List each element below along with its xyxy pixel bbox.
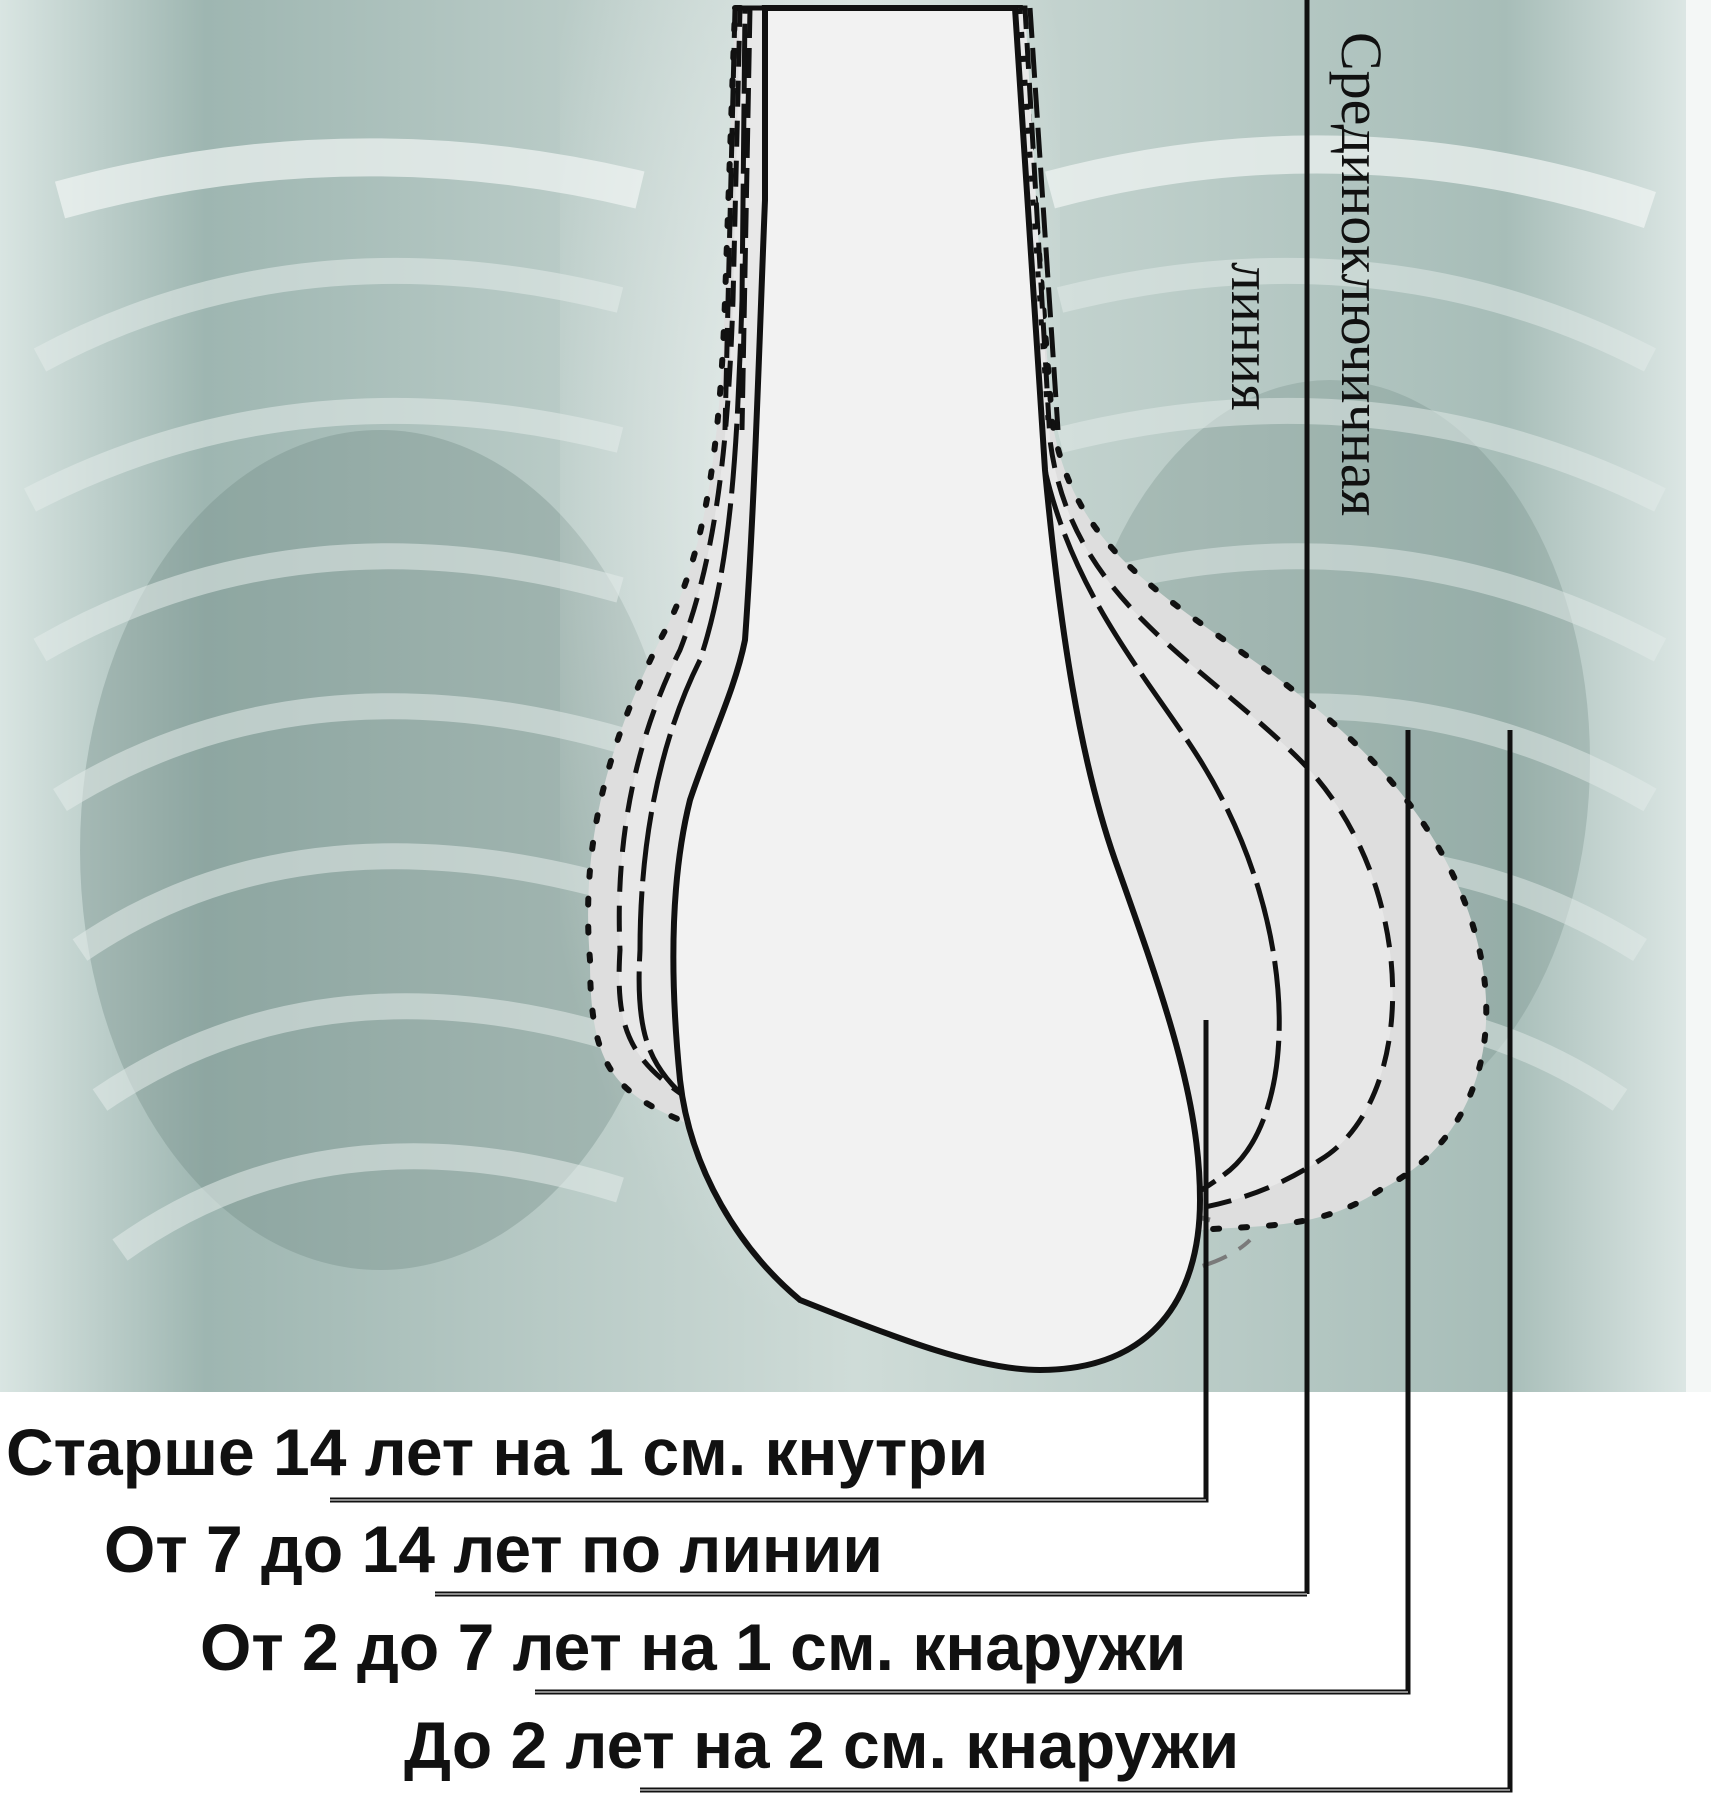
- age-rule-label-under-2: До 2 лет на 2 см. кнаружи: [404, 1708, 1239, 1782]
- age-rule-label-over-14: Старше 14 лет на 1 см. кнутри: [6, 1415, 988, 1489]
- midclavicular-label-line2: линия: [1219, 262, 1284, 411]
- age-rule-label-2-7: От 2 до 7 лет на 1 см. кнаружи: [200, 1610, 1186, 1684]
- heart-outline-7-14: [636, 5, 1282, 1234]
- age-rule-labels: Старше 14 лет на 1 см. кнутри От 7 до 14…: [6, 1415, 1239, 1782]
- heart-outline-over-14: [670, 4, 1204, 1374]
- midclavicular-line-group: Срединоключичная линия: [1219, 0, 1394, 1594]
- midclavicular-label-line1: Срединоключичная: [1329, 32, 1394, 516]
- heart-outlines: [585, 4, 1490, 1374]
- age-rule-label-7-14: От 7 до 14 лет по линии: [104, 1512, 883, 1586]
